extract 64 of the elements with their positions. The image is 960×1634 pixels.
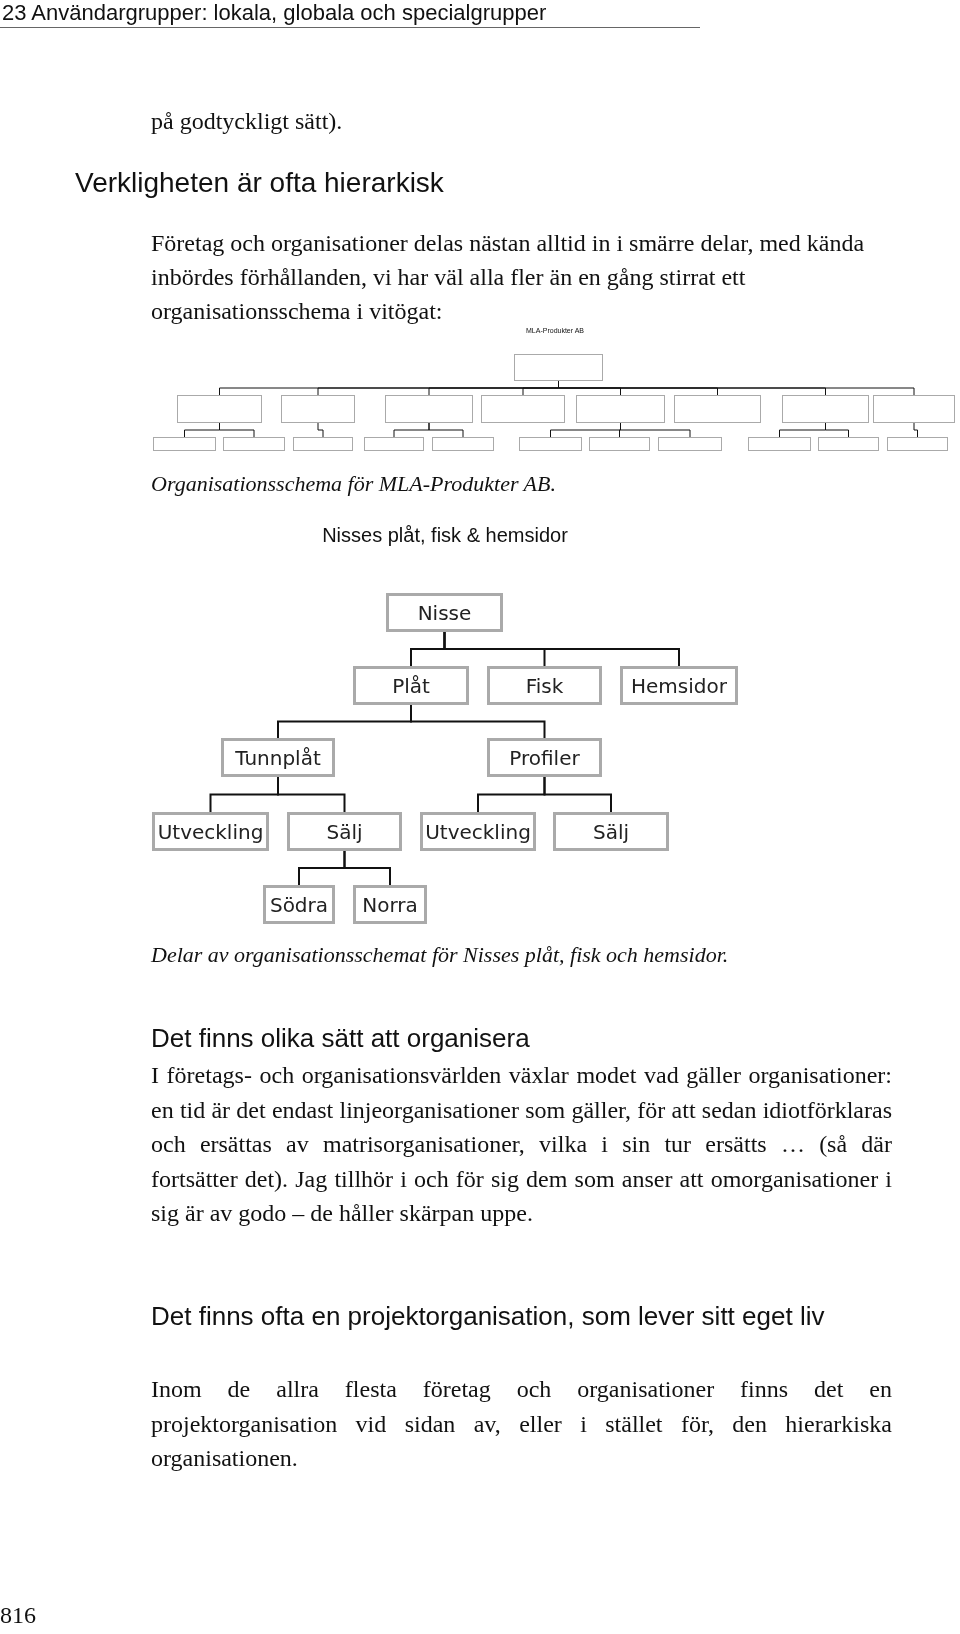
org-box [385, 395, 473, 423]
org-box [818, 437, 879, 451]
org-box [519, 437, 582, 451]
connector-line [277, 776, 346, 813]
box-label: Plåt [392, 673, 430, 698]
box-label: Tunnplåt [235, 745, 321, 770]
org-box [674, 395, 761, 423]
figure-caption: Delar av organisationsschemat för Nisses plåt, fisk och hemsidor. [151, 941, 730, 969]
org-box [782, 395, 869, 423]
body-text: I företags- och organisationsvärlden växlar modet vad gäller organisationer: en tid är det endast linjeorganisationer som gäller, för att sedan idiotförklaras och ersättas av matrisorganisationer, vilka i sin tur ersätts … (så där fortsätter det). Jag tillhör i och för sig dem som anser att omorganisationer i sig är av godo – de håller skärpan uppe. [151, 1061, 892, 1228]
org-box [620, 666, 738, 705]
box-label: Södra [269, 892, 329, 917]
connector-line [317, 422, 324, 438]
section-heading: Det finns ofta en projektorganisation, som lever sitt eget liv [151, 1300, 826, 1333]
box-label: Utveckling [157, 819, 264, 844]
org-box [553, 812, 669, 851]
body-text: Inom de allra flesta företag och organisationer finns det en projektorganisation vid sidan av, eller i stället för, den hierarkiska organisationen. [151, 1375, 892, 1473]
section-heading: Det finns olika sätt att organisera [151, 1022, 531, 1054]
org-box [432, 437, 494, 451]
org-box [223, 437, 285, 451]
connector-line [913, 422, 918, 438]
org-box [658, 437, 722, 451]
box-label: Sälj [326, 819, 363, 844]
connector-line [543, 776, 612, 813]
box-label: Profiler [509, 745, 580, 770]
org-box [487, 666, 602, 705]
org-box [281, 395, 355, 423]
body-text: Företag och organisationer delas nästan alltid in i smärre delar, med kända inbördes förhållanden, vi har väl alla fler än en gång stirrat ett organisationsschema i vitögat: [151, 229, 866, 326]
org-box [263, 885, 335, 924]
section-heading: Verkligheten är ofta hierarkisk [75, 166, 445, 200]
box-label: Nisse [417, 600, 472, 625]
figure-caption: Organisationsschema för MLA-Produkter AB. [151, 470, 557, 498]
org-box [293, 437, 353, 451]
box-label: Hemsidor [631, 673, 727, 698]
connector-line [428, 422, 464, 438]
org-box [481, 395, 565, 423]
org-box [514, 354, 603, 381]
box-label: Norra [362, 892, 418, 917]
org-box [873, 395, 955, 423]
org-box [748, 437, 811, 451]
connector-line [443, 631, 680, 667]
org-box [287, 812, 402, 851]
chart-title: Nisses plåt, fisk & hemsidor [321, 523, 569, 547]
connector-line [410, 704, 546, 739]
org-box [487, 738, 602, 777]
org-box [420, 812, 536, 851]
connector-line [343, 850, 391, 886]
org-box [152, 812, 269, 851]
org-box [353, 666, 469, 705]
org-box [386, 593, 503, 632]
org-box [353, 885, 427, 924]
body-text: på godtyckligt sätt). [151, 107, 344, 136]
org-box [576, 395, 665, 423]
box-label: Fisk [525, 673, 564, 698]
org-box [177, 395, 262, 423]
org-box [589, 437, 650, 451]
page-number: 816 [0, 1601, 37, 1630]
org-box [153, 437, 216, 451]
box-label: Sälj [592, 819, 630, 844]
org-box [887, 437, 948, 451]
org-box [221, 738, 335, 777]
org-box [364, 437, 424, 451]
box-label: Utveckling [425, 819, 531, 844]
running-header: 23 Användargrupper: lokala, globala och specialgrupper [2, 0, 548, 26]
